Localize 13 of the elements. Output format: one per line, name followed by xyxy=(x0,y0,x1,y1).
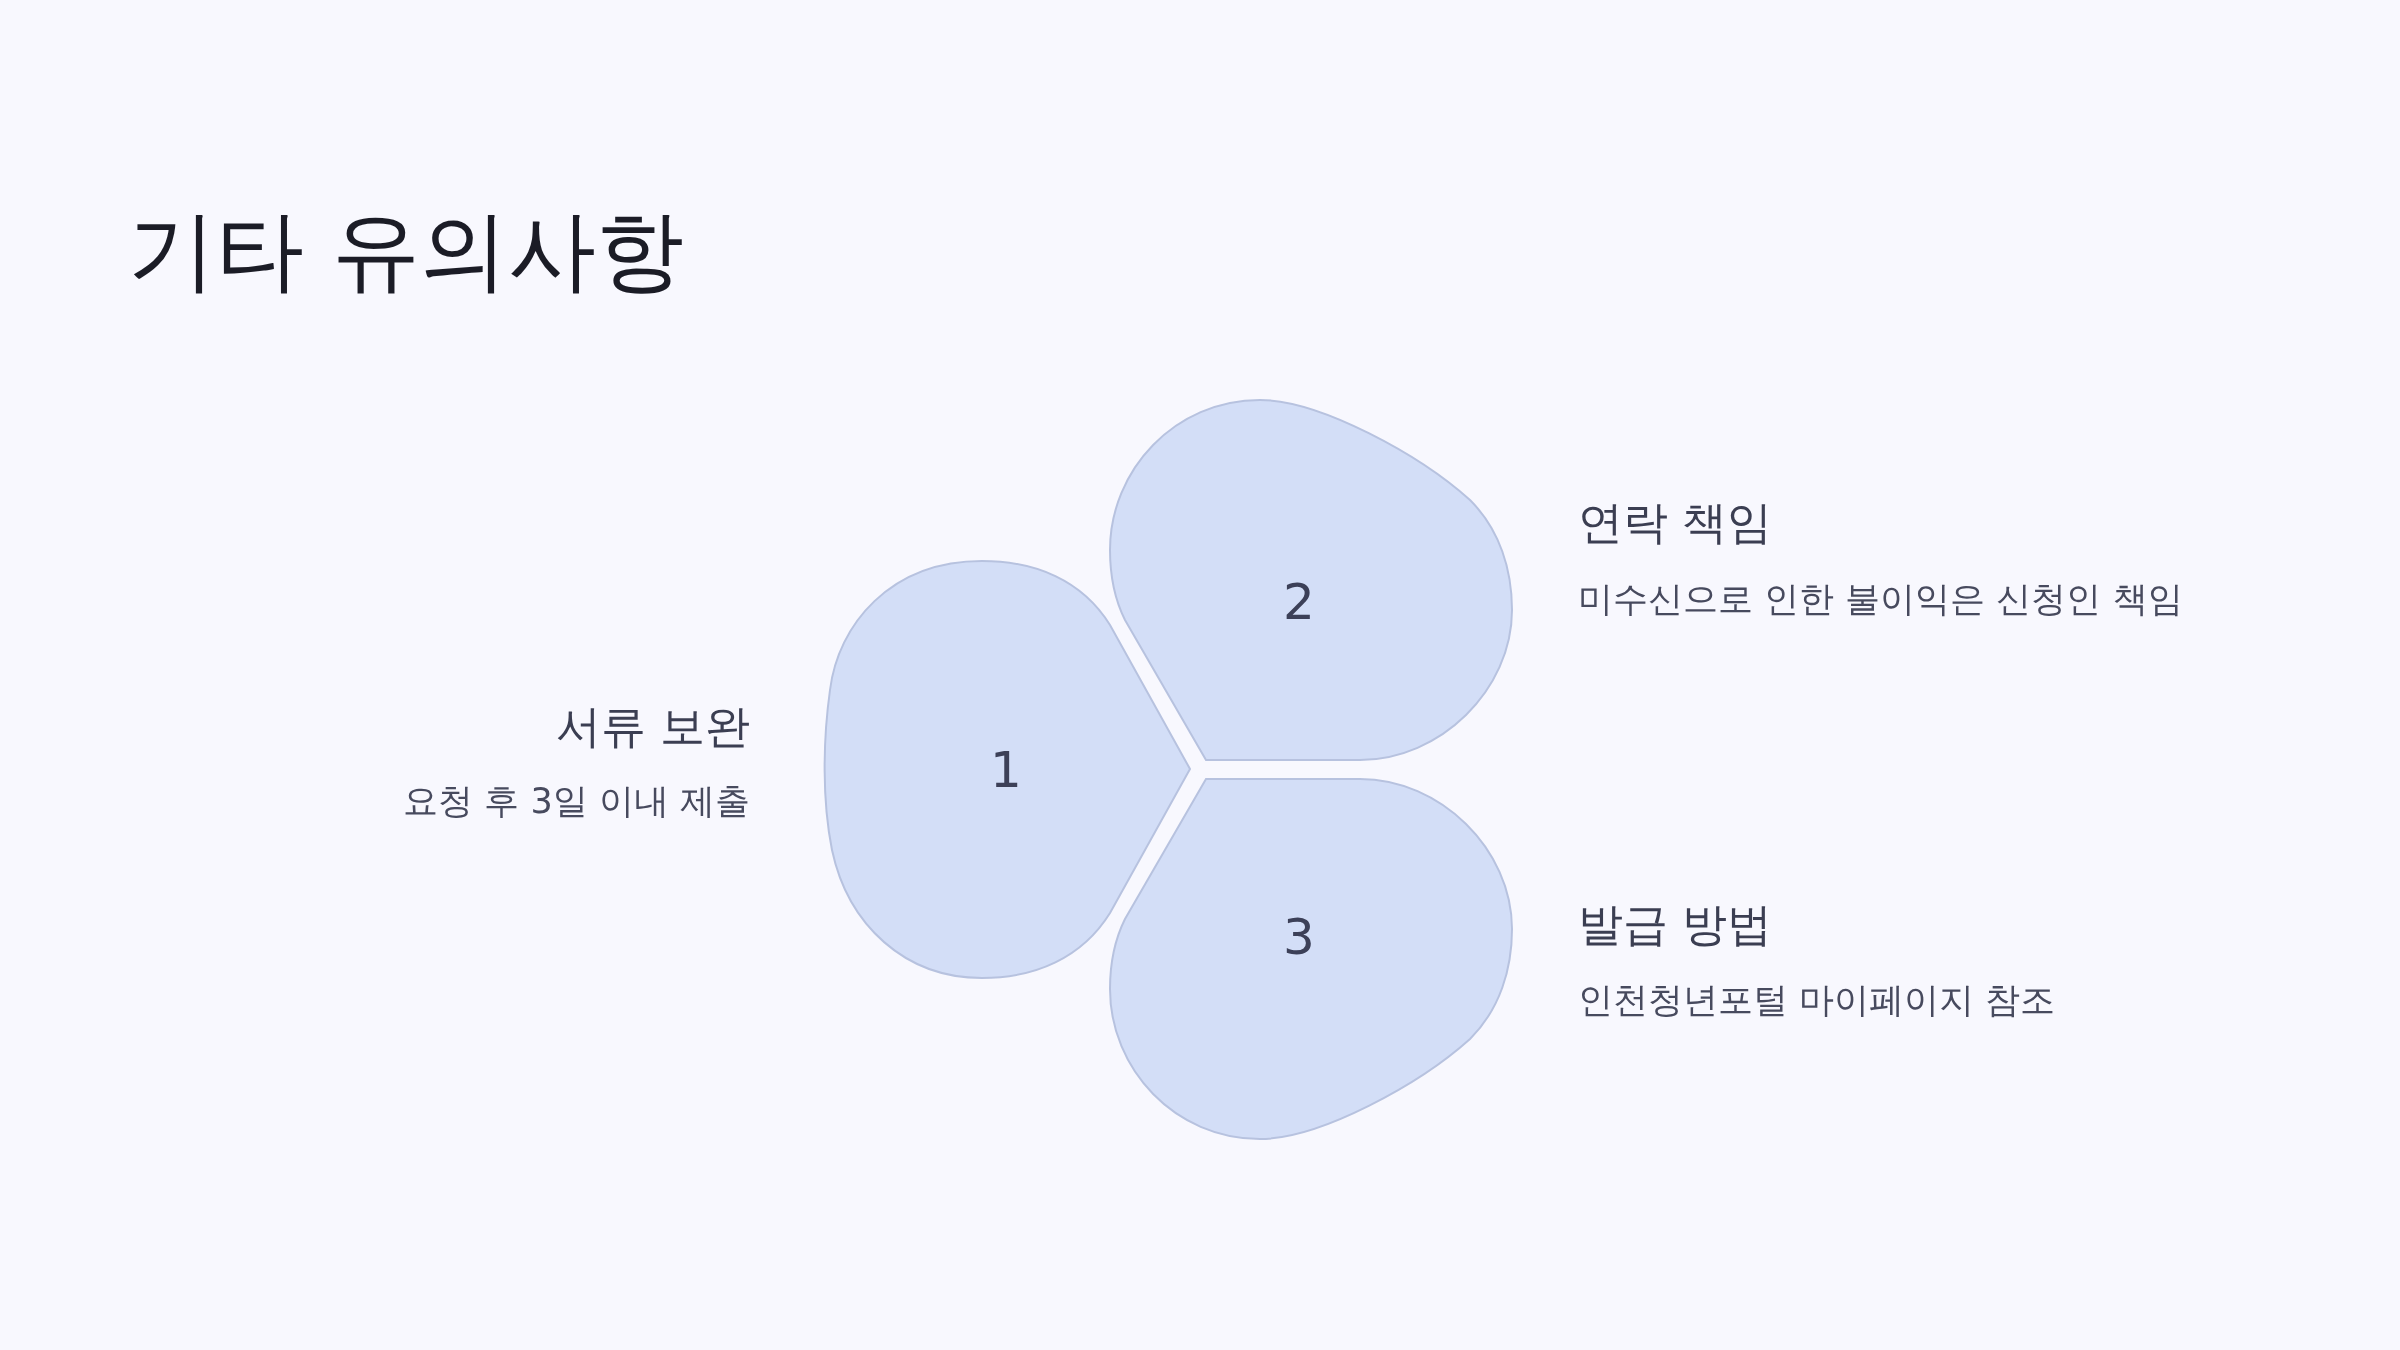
step-heading: 발급 방법 xyxy=(1578,898,1773,952)
petal-shape xyxy=(1108,777,1514,1141)
step-description: 요청 후 3일 이내 제출 xyxy=(403,780,750,822)
petal-shape xyxy=(821,558,1193,981)
step-number: 3 xyxy=(1283,912,1315,962)
slide-title: 기타 유의사항 xyxy=(128,198,684,304)
step-description: 미수신으로 인한 불이익은 신청인 책임 xyxy=(1578,578,2183,620)
petal-shape xyxy=(1108,398,1514,762)
step-number: 2 xyxy=(1283,577,1315,627)
step-heading: 연락 책임 xyxy=(1578,496,1773,550)
step-number: 1 xyxy=(990,745,1022,795)
step-heading: 서류 보완 xyxy=(555,700,750,754)
step-description: 인천청년포털 마이페이지 참조 xyxy=(1578,979,2056,1021)
